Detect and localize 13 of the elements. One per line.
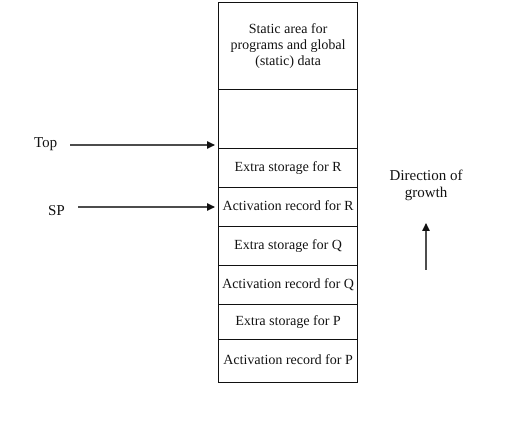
memory-region: Activation record for Q bbox=[218, 265, 358, 305]
memory-region: Extra storage for R bbox=[218, 148, 358, 188]
arrow bbox=[78, 203, 215, 211]
memory-region: Activation record for R bbox=[218, 187, 358, 227]
arrow bbox=[70, 141, 215, 149]
memory-region: Extra storage for P bbox=[218, 304, 358, 340]
note-text: Direction of growth bbox=[388, 168, 464, 202]
memory-region: Extra storage for Q bbox=[218, 226, 358, 266]
empty-memory-region bbox=[218, 89, 358, 149]
memory-region: Activation record for P bbox=[218, 339, 358, 383]
pointer-label: Top bbox=[34, 135, 58, 152]
memory-region: Static area for programs and global (static) data bbox=[218, 2, 358, 90]
pointer-label: SP bbox=[48, 203, 65, 220]
